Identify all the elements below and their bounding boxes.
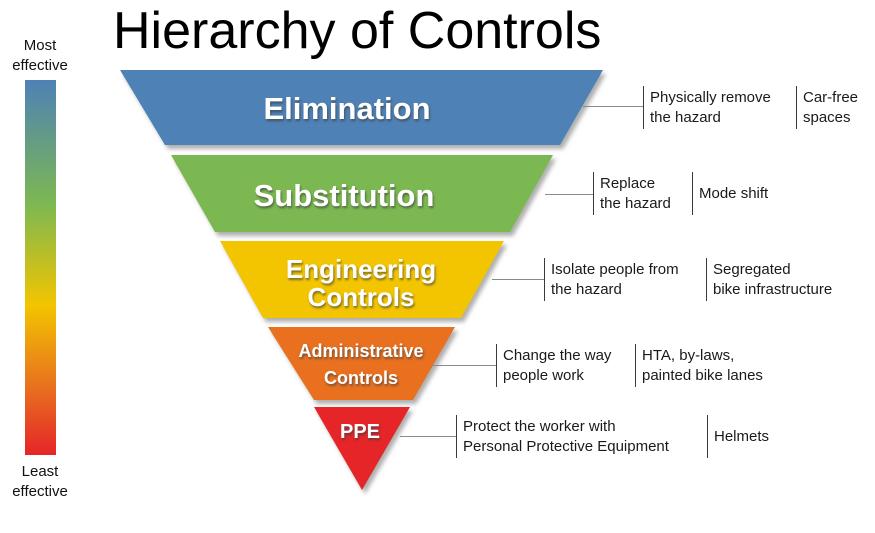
- level-engineering-controls-label-line1: Engineering: [286, 254, 436, 284]
- level-substitution-label: Substitution: [254, 178, 435, 213]
- substitution-description: Replace the hazard: [593, 172, 692, 215]
- administrative-connector-line: [432, 365, 496, 366]
- level-elimination-shape: [120, 70, 603, 145]
- elimination-connector-line: [583, 106, 643, 107]
- ppe-example: Helmets: [707, 415, 769, 458]
- administrative-example: HTA, by-laws, painted bike lanes: [635, 344, 763, 387]
- most-effective-label: Most effective: [12, 37, 68, 74]
- elimination-example: Car-free spaces: [796, 86, 858, 129]
- administrative-description: Change the way people work: [496, 344, 635, 387]
- level-engineering-controls-shape: [220, 241, 504, 318]
- ppe-callout: Protect the worker with Personal Protect…: [456, 415, 769, 458]
- ppe-description: Protect the worker with Personal Protect…: [456, 415, 707, 458]
- least-effective-label: Least effective: [12, 463, 68, 500]
- engineering-example: Segregated bike infrastructure: [706, 258, 832, 301]
- engineering-description: Isolate people from the hazard: [544, 258, 706, 301]
- level-administrative-controls-label-line2: Controls: [324, 368, 398, 388]
- engineering-callout: Isolate people from the hazard Segregate…: [544, 258, 832, 301]
- level-engineering-controls-label-line2: Controls: [308, 282, 415, 312]
- ppe-connector-line: [400, 436, 456, 437]
- substitution-callout: Replace the hazard Mode shift: [593, 172, 768, 215]
- substitution-connector-line: [545, 194, 593, 195]
- level-administrative-controls-label-line1: Administrative: [298, 341, 423, 361]
- level-substitution-shape: [171, 155, 553, 232]
- substitution-example: Mode shift: [692, 172, 768, 215]
- level-ppe-shape: [314, 407, 410, 490]
- administrative-callout: Change the way people work HTA, by-laws,…: [496, 344, 763, 387]
- level-administrative-controls-shape: [268, 327, 455, 400]
- level-ppe-label: PPE: [340, 421, 380, 443]
- elimination-callout: Physically remove the hazard Car-free sp…: [643, 86, 858, 129]
- engineering-connector-line: [492, 279, 544, 280]
- page-title: Hierarchy of Controls: [113, 2, 602, 60]
- effectiveness-gradient-bar: [25, 80, 56, 455]
- level-elimination-label: Elimination: [263, 91, 430, 126]
- elimination-description: Physically remove the hazard: [643, 86, 796, 129]
